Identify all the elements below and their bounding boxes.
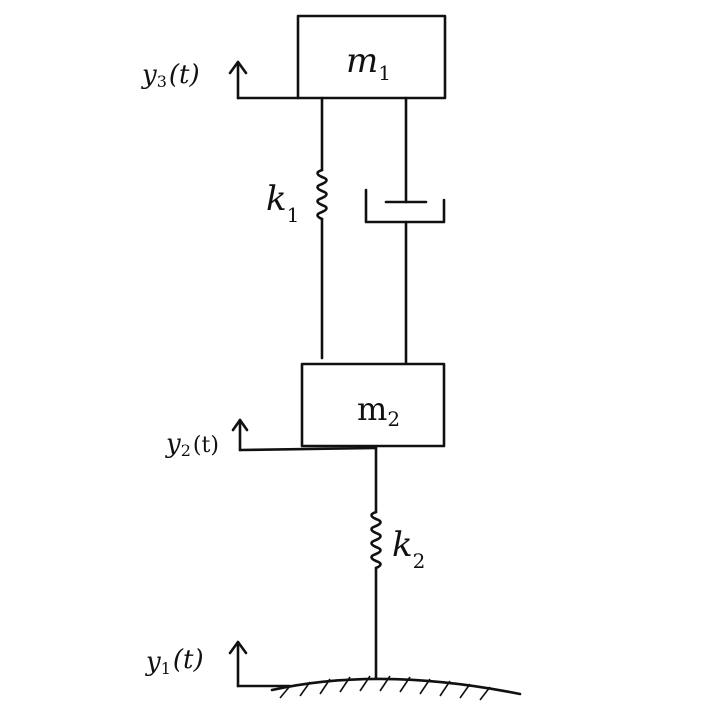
y1-label: y1(t) bbox=[145, 645, 204, 678]
spring-k1-label: k1 bbox=[266, 179, 299, 227]
ground-surface bbox=[270, 677, 522, 696]
mass-m1-label: m1 bbox=[346, 41, 391, 85]
y2-reference-line bbox=[238, 446, 378, 452]
mass-m1-box bbox=[296, 14, 447, 100]
y3-arrow-head bbox=[228, 60, 248, 75]
y1-arrow-head bbox=[228, 640, 248, 655]
spring-k1 bbox=[316, 168, 328, 221]
y3-label: y3(t) bbox=[141, 60, 200, 91]
spring-k2 bbox=[370, 510, 382, 570]
mass-m2-box bbox=[300, 362, 446, 448]
spring-k2-label: k2 bbox=[392, 525, 425, 573]
mass-m2-label: m2 bbox=[357, 390, 400, 431]
y2-arrow-head bbox=[231, 418, 249, 432]
y2-label: y2(t) bbox=[165, 429, 219, 460]
ground-hatching bbox=[279, 675, 491, 701]
